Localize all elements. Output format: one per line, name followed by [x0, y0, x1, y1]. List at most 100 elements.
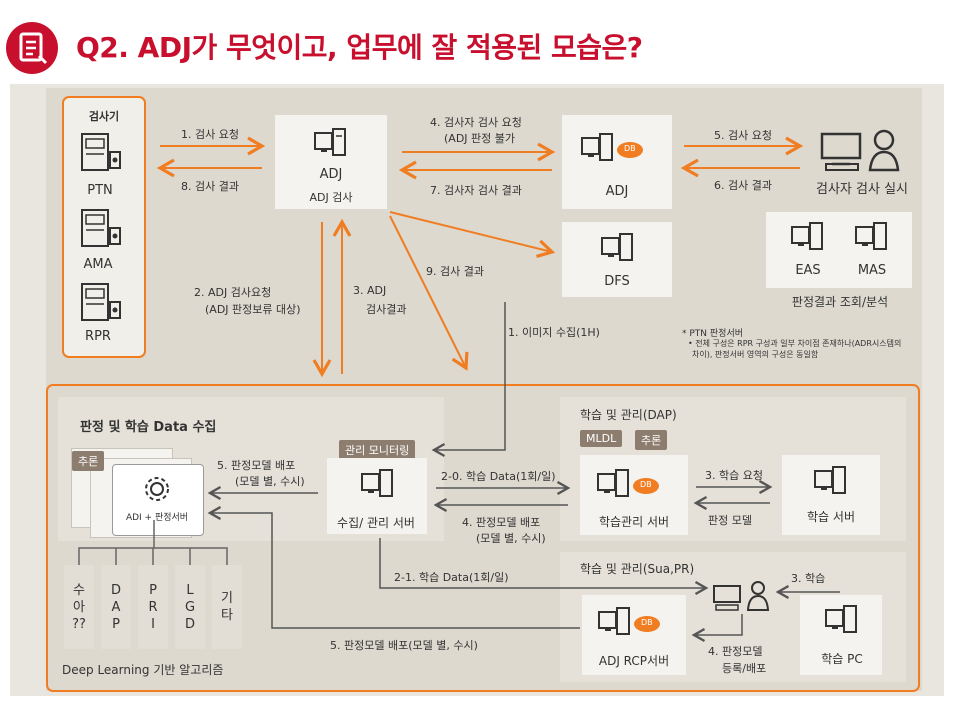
eas-mas-caption: 판정결과 조회/분석 — [791, 295, 889, 309]
arrow-to-dfs — [389, 211, 556, 258]
note-body-2: 차이), 판정서버 영역의 구성은 동일함 — [692, 350, 819, 359]
dfs-box — [562, 222, 672, 297]
note-body-1: • 전체 구성은 RPR 구성과 일부 차이점 존재하나(ADR시스템의 — [688, 339, 902, 348]
server-db-icon — [597, 469, 659, 497]
inspector-rpr: RPR — [85, 329, 111, 344]
server-icon — [825, 605, 857, 633]
arrow-label-8: 8. 검사 결과 — [181, 180, 239, 193]
algo-box — [175, 565, 205, 649]
learn-pc-box — [800, 595, 882, 675]
arrow-label-image: 1. 이미지 수집(1H) — [508, 326, 600, 339]
learn-pc-label: 학습 PC — [821, 652, 863, 666]
sua-arrow-4b: 등록/배포 — [722, 662, 767, 675]
collect-title: 판정 및 학습 Data 수집 — [80, 420, 217, 435]
dap-arrow-4b: (모델 별, 수시) — [476, 532, 546, 545]
operator-icon — [713, 581, 770, 611]
deploy-label-1: 5. 판정모델 배포 — [217, 459, 296, 472]
arrow-label-2b: (ADJ 판정보류 대상) — [205, 303, 301, 316]
bottom-frame — [46, 384, 920, 692]
inspector-ptn: PTN — [87, 183, 113, 198]
inspector-title: 검사기 — [88, 110, 120, 123]
dap-infer-tag: 추론 — [635, 430, 668, 450]
algo-box — [64, 565, 94, 649]
sua-arrow-3: 3. 학습 — [791, 572, 826, 585]
rcp-label: ADJ RCP서버 — [598, 654, 670, 668]
learn-mgmt-box — [580, 455, 688, 535]
arrow-label-5: 5. 검사 요청 — [714, 129, 772, 142]
adi-label: ADI + 판정서버 — [125, 513, 189, 523]
adj-db-label: ADJ — [605, 184, 629, 199]
monitor-tag: 관리 모니터링 — [339, 440, 416, 460]
sua-deploy-5: 5. 판정모델 배포(모델 별, 수시) — [330, 639, 478, 652]
collect-server-box — [327, 458, 427, 534]
eas-label: EAS — [795, 263, 821, 278]
arrow-4-register — [691, 614, 743, 643]
db-badge-label: DB — [624, 144, 636, 153]
inspector-person-icon — [820, 129, 900, 172]
dap-title: 학습 및 관리(DAP) — [580, 408, 677, 422]
arrow-label-3a: 3. ADJ — [353, 284, 387, 297]
server-icon — [855, 222, 887, 250]
adj-main-label: ADJ — [319, 167, 343, 182]
dap-arrow-4a: 4. 판정모델 배포 — [462, 516, 541, 529]
rcp-box — [582, 595, 686, 675]
document-icon — [19, 32, 48, 65]
arrow-9 — [389, 215, 469, 371]
learn-mgmt-label: 학습관리 서버 — [598, 515, 670, 529]
inspector-machine-icon — [81, 209, 121, 247]
collect-infer-tag: 추론 — [72, 451, 105, 471]
adj-main-box — [275, 115, 387, 209]
adj-main-sublabel: ADJ 검사 — [309, 191, 353, 204]
learn-server-label: 학습 서버 — [807, 510, 855, 524]
server-icon — [791, 222, 823, 250]
dfs-label: DFS — [604, 274, 630, 289]
server-icon — [314, 128, 346, 156]
algo-box — [101, 565, 131, 649]
arrow-5-sua — [207, 505, 580, 629]
algo-box — [138, 565, 168, 649]
dap-arrow-20: 2-0. 학습 Data(1회/일) — [441, 470, 556, 483]
dap-model-label: 판정 모델 — [708, 514, 752, 527]
server-icon — [361, 469, 393, 497]
deploy-label-2: (모델 별, 수시) — [235, 475, 305, 488]
algo-caption: Deep Learning 기반 알고리즘 — [62, 663, 224, 677]
gear-icon — [145, 477, 169, 501]
arrow-label-1: 1. 검사 요청 — [181, 128, 239, 141]
sua-arrow-4a: 4. 판정모델 — [708, 645, 763, 658]
page-title: Q2. ADJ가 무엇이고, 업무에 잘 적용된 모습은? — [76, 31, 643, 64]
arrow-label-7: 7. 검사자 검사 결과 — [430, 184, 522, 197]
inspector-machine-icon — [81, 133, 121, 171]
arrow-2-1 — [379, 538, 709, 596]
algo-box — [212, 565, 242, 649]
mas-label: MAS — [857, 263, 887, 278]
sua-arrow-21: 2-1. 학습 Data(1회/일) — [394, 571, 509, 584]
learn-server-box — [782, 455, 880, 535]
dap-arrow-3: 3. 학습 요청 — [705, 469, 763, 482]
arrow-label-4a: 4. 검사자 검사 요청 — [430, 116, 522, 129]
collect-server-label: 수집/ 관리 서버 — [337, 516, 415, 530]
adj-db-box — [562, 115, 672, 209]
eas-mas-box — [766, 212, 912, 288]
inspector-machine-icon — [81, 283, 121, 321]
inspector-ama: AMA — [83, 257, 113, 272]
arrow-label-4b: (ADJ 판정 불가 — [444, 132, 516, 145]
server-icon — [814, 466, 846, 494]
arrow-label-2a: 2. ADJ 검사요청 — [194, 286, 272, 299]
arrow-label-3b: 검사결과 — [366, 303, 407, 316]
arrow-label-9: 9. 검사 결과 — [426, 265, 484, 278]
server-db-icon — [581, 133, 643, 161]
arrow-label-6: 6. 검사 결과 — [714, 179, 772, 192]
inspector-person-label: 검사자 검사 실시 — [816, 182, 908, 197]
db-badge-label: DB — [641, 618, 653, 627]
header-band — [0, 0, 954, 84]
note-title: * PTN 판정서버 — [682, 329, 743, 339]
server-db-icon — [598, 607, 660, 635]
mldl-tag: MLDL — [580, 430, 623, 447]
arrow-image-collect — [431, 302, 506, 458]
server-icon — [601, 233, 633, 261]
